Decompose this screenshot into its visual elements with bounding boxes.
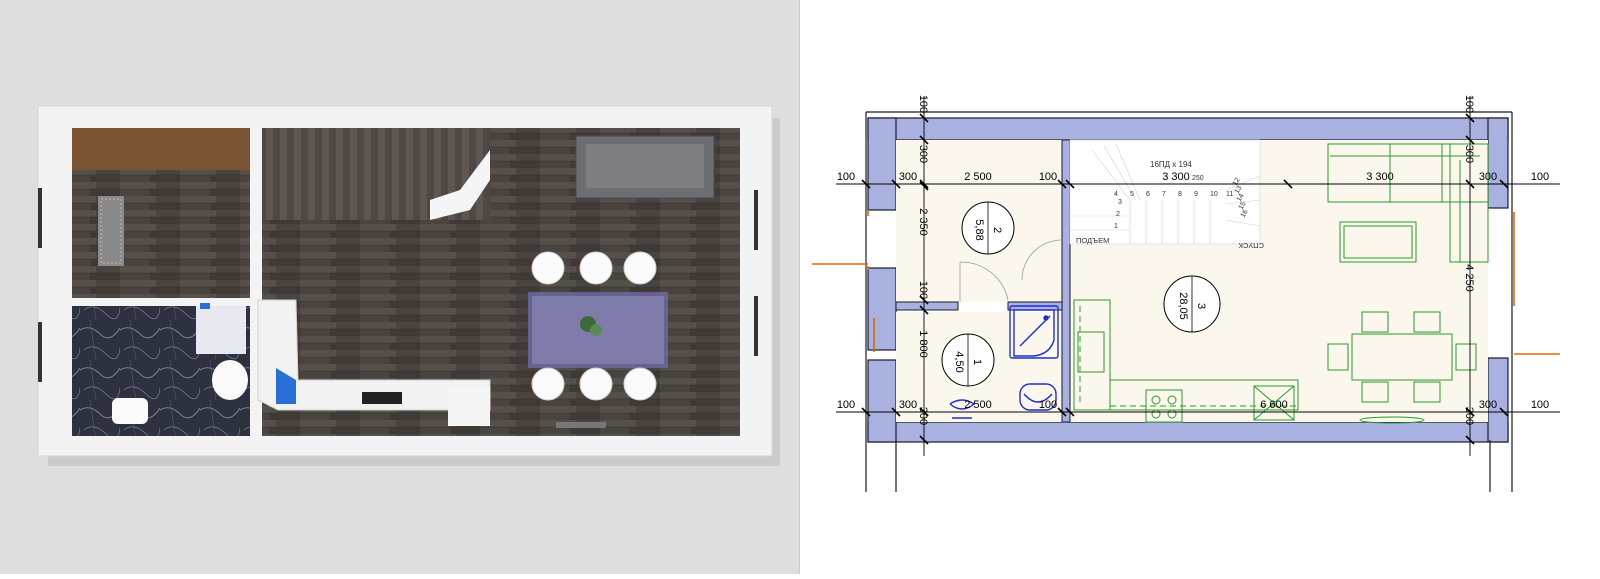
dim-top-left-4: 100 <box>1039 171 1057 183</box>
dim-v-right-3: 300 <box>1463 407 1475 425</box>
dim-v-left-top: 100 <box>917 95 929 113</box>
room-hall-area: 5,88 <box>973 219 985 240</box>
stair-step-number: 7 <box>1162 191 1166 198</box>
room-marker-living: 3 28,05 <box>1163 275 1221 333</box>
partition-wall-vertical <box>1061 139 1071 423</box>
room-hall-number: 2 <box>991 227 1003 233</box>
stair-step-number: 13 <box>1234 185 1244 195</box>
dim-top-left-2: 300 <box>899 171 917 183</box>
stair-step-number: 14 <box>1236 193 1246 203</box>
room-marker-bath: 1 4,50 <box>941 333 995 387</box>
render-svg <box>0 0 800 574</box>
room-bath-number: 1 <box>971 359 983 365</box>
dim-v-left-3: 100 <box>917 281 929 299</box>
wall-top <box>867 117 1509 141</box>
stairs-spec-2: 250 <box>1192 175 1204 182</box>
dim-v-right-2: 4 250 <box>1463 264 1475 292</box>
wall-left-mid <box>867 267 897 351</box>
stair-step-number: 10 <box>1210 191 1218 198</box>
stair-step-number: 3 <box>1118 199 1122 206</box>
stair-step-number: 9 <box>1194 191 1198 198</box>
stairs-steps-lower: 1 2 3 <box>1114 199 1122 230</box>
room-bath-area: 4,50 <box>953 351 965 372</box>
stair-step-number: 4 <box>1114 191 1118 198</box>
stairs-up-label: ПОДЪЕМ <box>1076 236 1109 245</box>
stair-step-number: 11 <box>1226 191 1233 198</box>
sofa <box>1327 143 1489 263</box>
dim-top-right-1: 3 300 <box>1162 171 1190 183</box>
stair-step-number: 2 <box>1116 211 1120 218</box>
stairs-spec: 16ПД x 194 <box>1150 160 1192 169</box>
dining-set <box>1327 311 1477 403</box>
dim-top-right-3: 300 <box>1479 171 1497 183</box>
wall-bottom <box>867 421 1509 443</box>
dim-v-left-5: 300 <box>917 407 929 425</box>
wall-left-top <box>867 117 897 211</box>
room-living-area: 28,05 <box>1177 292 1189 320</box>
window-markers <box>812 210 1560 355</box>
furniture <box>1073 143 1489 424</box>
stair-step-number: 16 <box>1240 209 1250 219</box>
dim-v-left-1: 300 <box>917 145 929 163</box>
door-swing-bath <box>959 261 1009 301</box>
dim-top-right-2: 3 300 <box>1366 171 1394 183</box>
dim-top-right-4: 100 <box>1531 171 1549 183</box>
panel-divider <box>799 0 800 574</box>
sanitary-fixtures <box>949 305 1059 419</box>
dim-v-right-top: 100 <box>1463 95 1475 113</box>
stair-step-number: 1 <box>1114 223 1118 230</box>
kitchen-counter <box>1073 299 1299 423</box>
dim-bottom-right-3: 100 <box>1531 399 1549 411</box>
dim-v-left-4: 1 800 <box>917 330 929 358</box>
tv-stand <box>1359 416 1425 424</box>
stair-step-number: 15 <box>1238 201 1248 211</box>
render-3d-view <box>0 0 800 574</box>
dim-bottom-left-1: 100 <box>837 399 855 411</box>
stair-step-number: 5 <box>1130 191 1134 198</box>
dim-v-left-2: 2 350 <box>917 208 929 236</box>
dim-top-left-3: 2 500 <box>964 171 992 183</box>
dim-bottom-left-4: 100 <box>1039 399 1057 411</box>
dimension-lines <box>836 96 1560 456</box>
shower-tray <box>1009 305 1059 359</box>
door-swing-living <box>1021 239 1063 281</box>
dim-top-left-1: 100 <box>837 171 855 183</box>
stair-step-number: 12 <box>1232 177 1242 187</box>
washbasin <box>949 399 976 410</box>
coffee-table <box>1339 221 1417 263</box>
dim-bottom-right-2: 300 <box>1479 399 1497 411</box>
dim-bottom-left-2: 300 <box>899 399 917 411</box>
room-marker-hall: 2 5,88 <box>961 201 1015 255</box>
dim-bottom-right-1: 6 600 <box>1260 399 1288 411</box>
stairs-down-label: СПУСК <box>1238 241 1264 250</box>
stair-step-number: 8 <box>1178 191 1182 198</box>
wall-right-top <box>1487 117 1509 209</box>
dim-bottom-left-3: 2 500 <box>964 399 992 411</box>
room-living-number: 3 <box>1195 303 1207 309</box>
wall-left-bottom <box>867 359 897 443</box>
toilet <box>1019 383 1057 411</box>
dim-v-right-1: 300 <box>1463 145 1475 163</box>
stair-step-number: 6 <box>1146 191 1150 198</box>
